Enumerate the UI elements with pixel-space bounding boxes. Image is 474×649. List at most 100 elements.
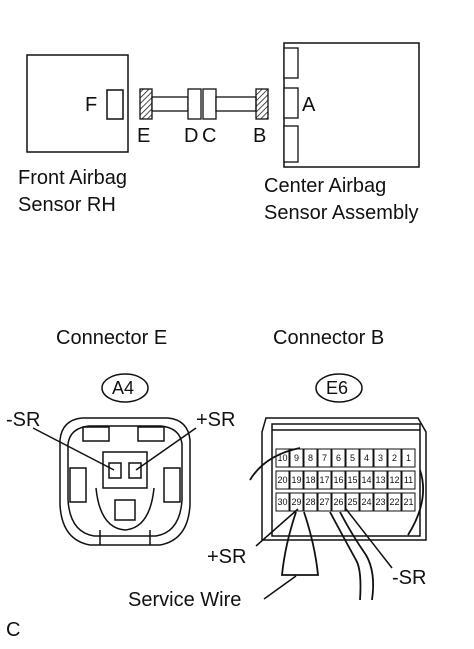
pin-number: 14	[361, 475, 371, 485]
pin-number: 8	[308, 453, 313, 463]
pin-number: 22	[389, 497, 399, 507]
connector-b-plus-leader	[255, 508, 299, 547]
figure-id: C	[6, 619, 20, 641]
harness-right	[215, 96, 257, 112]
pin-number: 20	[277, 475, 287, 485]
connector-e-label: E	[137, 125, 150, 147]
pin-cell	[345, 448, 360, 468]
pin-cell	[303, 448, 318, 468]
pin-number: 16	[333, 475, 343, 485]
pin-number: 25	[347, 497, 357, 507]
connector-a-label: A	[302, 94, 316, 116]
service-wire-label: Service Wire	[128, 589, 241, 611]
pin-cell	[387, 470, 402, 490]
pin-cell	[401, 492, 416, 512]
connector-d-label: D	[184, 125, 198, 147]
pin-cell	[275, 470, 290, 490]
connector-f-housing	[106, 89, 124, 120]
connector-b-minus-label: -SR	[392, 567, 426, 589]
connector-c-housing	[202, 88, 217, 120]
harness-left	[151, 96, 189, 112]
front-airbag-sensor-box	[26, 54, 129, 153]
front-sensor-name-line2: Sensor RH	[18, 194, 116, 216]
connector-a-housing	[283, 87, 299, 119]
pin-cell	[289, 470, 304, 490]
pin-cell	[401, 448, 416, 468]
pin-number: 23	[375, 497, 385, 507]
pin-number: 27	[319, 497, 329, 507]
connector-e-plus-label: +SR	[196, 409, 235, 431]
connector-b-face	[261, 417, 427, 541]
pin-cell	[331, 470, 346, 490]
pin-cell	[387, 492, 402, 512]
pin-cell	[345, 492, 360, 512]
connector-c-label: C	[202, 125, 216, 147]
pin-number: 2	[392, 453, 397, 463]
pin-cell	[401, 470, 416, 490]
pin-number: 21	[403, 497, 413, 507]
pin-number: 12	[389, 475, 399, 485]
pin-cell	[373, 448, 388, 468]
pin-cell	[359, 492, 374, 512]
pin-number: 28	[305, 497, 315, 507]
center-sensor-name-line1: Center Airbag	[264, 175, 386, 197]
connector-e-code: A4	[112, 378, 134, 398]
connector-e-hatched	[139, 88, 153, 120]
pin-cell	[387, 448, 402, 468]
connector-b-code: E6	[326, 378, 348, 398]
connector-f-label: F	[85, 94, 97, 116]
pin-cell	[331, 492, 346, 512]
pin-cell	[317, 470, 332, 490]
pin-cell	[303, 470, 318, 490]
pin-number: 6	[336, 453, 341, 463]
connector-b-title: Connector B	[273, 327, 384, 349]
pin-number: 30	[277, 497, 287, 507]
pin-number: 29	[291, 497, 301, 507]
connector-b-code-ring	[315, 373, 363, 403]
pin-cell	[373, 492, 388, 512]
pin-cell	[317, 448, 332, 468]
pin-cell	[275, 448, 290, 468]
center-sensor-name-line2: Sensor Assembly	[264, 202, 419, 224]
connector-b-hatched	[255, 88, 269, 120]
connector-b-label: B	[253, 125, 266, 147]
center-connector-upper	[283, 47, 299, 79]
pin-number: 15	[347, 475, 357, 485]
pin-cell	[275, 492, 290, 512]
connector-e-plus-leader	[135, 427, 197, 471]
pin-number: 5	[350, 453, 355, 463]
pin-number: 18	[305, 475, 315, 485]
connector-b-plus-label: +SR	[207, 546, 246, 568]
pin-cell	[345, 470, 360, 490]
service-wire-leader	[263, 575, 297, 600]
connector-e-face	[59, 417, 191, 546]
pin-cell	[331, 448, 346, 468]
pin-cell	[373, 470, 388, 490]
connector-d-housing	[187, 88, 202, 120]
pin-number: 3	[378, 453, 383, 463]
connector-b-minus-leader	[345, 508, 393, 569]
pin-number: 13	[375, 475, 385, 485]
connector-e-title: Connector E	[56, 327, 167, 349]
pin-cell	[303, 492, 318, 512]
pin-number: 26	[333, 497, 343, 507]
pin-cell	[317, 492, 332, 512]
pin-number: 4	[364, 453, 369, 463]
pin-number: 17	[319, 475, 329, 485]
connector-e-minus-label: -SR	[6, 409, 40, 431]
pin-number: 11	[404, 475, 413, 485]
connector-e-code-ring	[101, 373, 149, 403]
pin-number: 7	[322, 453, 327, 463]
center-connector-lower	[283, 125, 299, 163]
connector-e-minus-leader	[32, 427, 115, 471]
front-sensor-name-line1: Front Airbag	[18, 167, 127, 189]
pin-number: 10	[277, 453, 287, 463]
service-wire	[249, 447, 425, 601]
pin-number: 1	[406, 453, 411, 463]
pin-cell	[359, 470, 374, 490]
pin-number: 9	[294, 453, 299, 463]
pin-number: 19	[291, 475, 301, 485]
